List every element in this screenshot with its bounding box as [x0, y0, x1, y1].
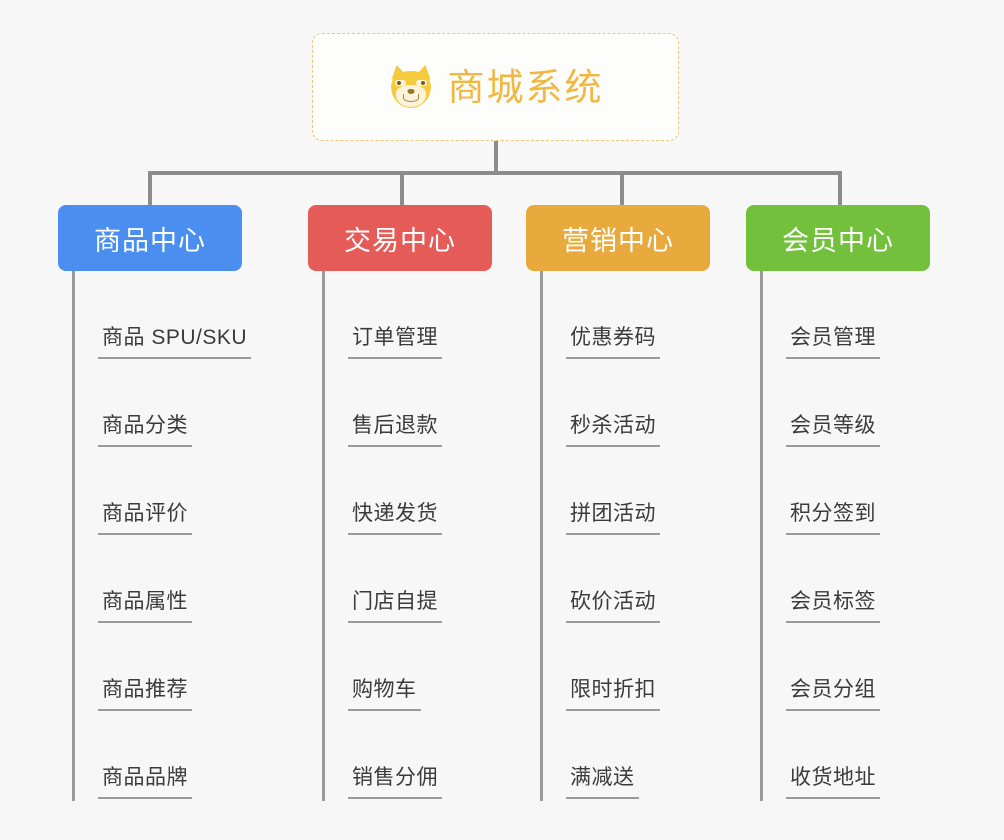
leaf-item-label: 商品属性	[98, 585, 192, 623]
category-box-member-center[interactable]: 会员中心	[746, 205, 930, 271]
category-label: 会员中心	[782, 225, 894, 256]
leaf-item[interactable]: 积分签到	[786, 447, 880, 535]
category-box-product-center[interactable]: 商品中心	[58, 205, 242, 271]
leaf-item-label: 购物车	[348, 673, 421, 711]
leaf-item-label: 会员管理	[786, 321, 880, 359]
root-connector-bus	[150, 171, 840, 175]
leaf-item[interactable]: 售后退款	[348, 359, 442, 447]
leaf-item[interactable]: 会员分组	[786, 623, 880, 711]
leaf-item-label: 积分签到	[786, 497, 880, 535]
category-label: 营销中心	[562, 225, 674, 256]
leaf-item-label: 满减送	[566, 761, 639, 799]
leaf-item[interactable]: 拼团活动	[566, 447, 660, 535]
leaf-item-label: 门店自提	[348, 585, 442, 623]
category-box-trade-center[interactable]: 交易中心	[308, 205, 492, 271]
leaf-item[interactable]: 快递发货	[348, 447, 442, 535]
leaf-item[interactable]: 优惠券码	[566, 271, 660, 359]
category-label: 商品中心	[94, 225, 206, 256]
leaf-item-label: 商品分类	[98, 409, 192, 447]
leaf-item-label: 快递发货	[348, 497, 442, 535]
category-box-marketing-center[interactable]: 营销中心	[526, 205, 710, 271]
leaf-item[interactable]: 会员管理	[786, 271, 880, 359]
leaf-item[interactable]: 商品属性	[98, 535, 192, 623]
leaf-item-label: 销售分佣	[348, 761, 442, 799]
leaf-item-label: 商品评价	[98, 497, 192, 535]
leaf-item[interactable]: 订单管理	[348, 271, 442, 359]
leaf-item[interactable]: 商品评价	[98, 447, 192, 535]
leaf-item-label: 商品推荐	[98, 673, 192, 711]
leaf-item[interactable]: 商品 SPU/SKU	[98, 271, 252, 359]
shiba-mouth	[402, 94, 419, 102]
leaf-item-label: 会员等级	[786, 409, 880, 447]
shiba-pupil-left	[396, 81, 401, 85]
category-connector-product-center	[148, 171, 152, 207]
branch-stem-trade-center	[322, 271, 325, 801]
root-node[interactable]: 商城系统	[312, 33, 679, 141]
leaf-item-label: 会员分组	[786, 673, 880, 711]
leaf-item-label: 商品 SPU/SKU	[98, 321, 252, 359]
category-label: 交易中心	[344, 225, 456, 256]
category-connector-marketing-center	[620, 171, 624, 207]
leaf-item-label: 砍价活动	[566, 585, 660, 623]
leaf-item-label: 拼团活动	[566, 497, 660, 535]
leaf-item[interactable]: 门店自提	[348, 535, 442, 623]
leaf-item-label: 优惠券码	[566, 321, 660, 359]
leaf-item[interactable]: 砍价活动	[566, 535, 660, 623]
root-connector-stem	[494, 141, 498, 173]
leaf-item-label: 订单管理	[348, 321, 442, 359]
branch-stem-member-center	[760, 271, 763, 801]
leaf-item-label: 商品品牌	[98, 761, 192, 799]
leaf-item[interactable]: 收货地址	[786, 711, 880, 799]
leaf-item[interactable]: 销售分佣	[348, 711, 442, 799]
root-title: 商城系统	[447, 66, 604, 108]
leaf-item[interactable]: 会员标签	[786, 535, 880, 623]
shiba-inu-icon	[388, 63, 434, 109]
leaf-item[interactable]: 商品品牌	[98, 711, 192, 799]
leaf-item[interactable]: 会员等级	[786, 359, 880, 447]
leaf-item[interactable]: 商品分类	[98, 359, 192, 447]
leaf-item-label: 秒杀活动	[566, 409, 660, 447]
branch-stem-product-center	[72, 271, 75, 801]
shiba-nose	[407, 89, 414, 94]
category-connector-trade-center	[400, 171, 404, 207]
leaf-item[interactable]: 满减送	[566, 711, 639, 799]
leaf-item[interactable]: 购物车	[348, 623, 421, 711]
leaf-item-label: 售后退款	[348, 409, 442, 447]
category-connector-member-center	[838, 171, 842, 207]
branch-stem-marketing-center	[540, 271, 543, 801]
shiba-pupil-right	[420, 81, 425, 85]
leaf-item-label: 会员标签	[786, 585, 880, 623]
leaf-item-label: 限时折扣	[566, 673, 660, 711]
leaf-item[interactable]: 限时折扣	[566, 623, 660, 711]
leaf-item-label: 收货地址	[786, 761, 880, 799]
leaf-item[interactable]: 商品推荐	[98, 623, 192, 711]
leaf-item[interactable]: 秒杀活动	[566, 359, 660, 447]
